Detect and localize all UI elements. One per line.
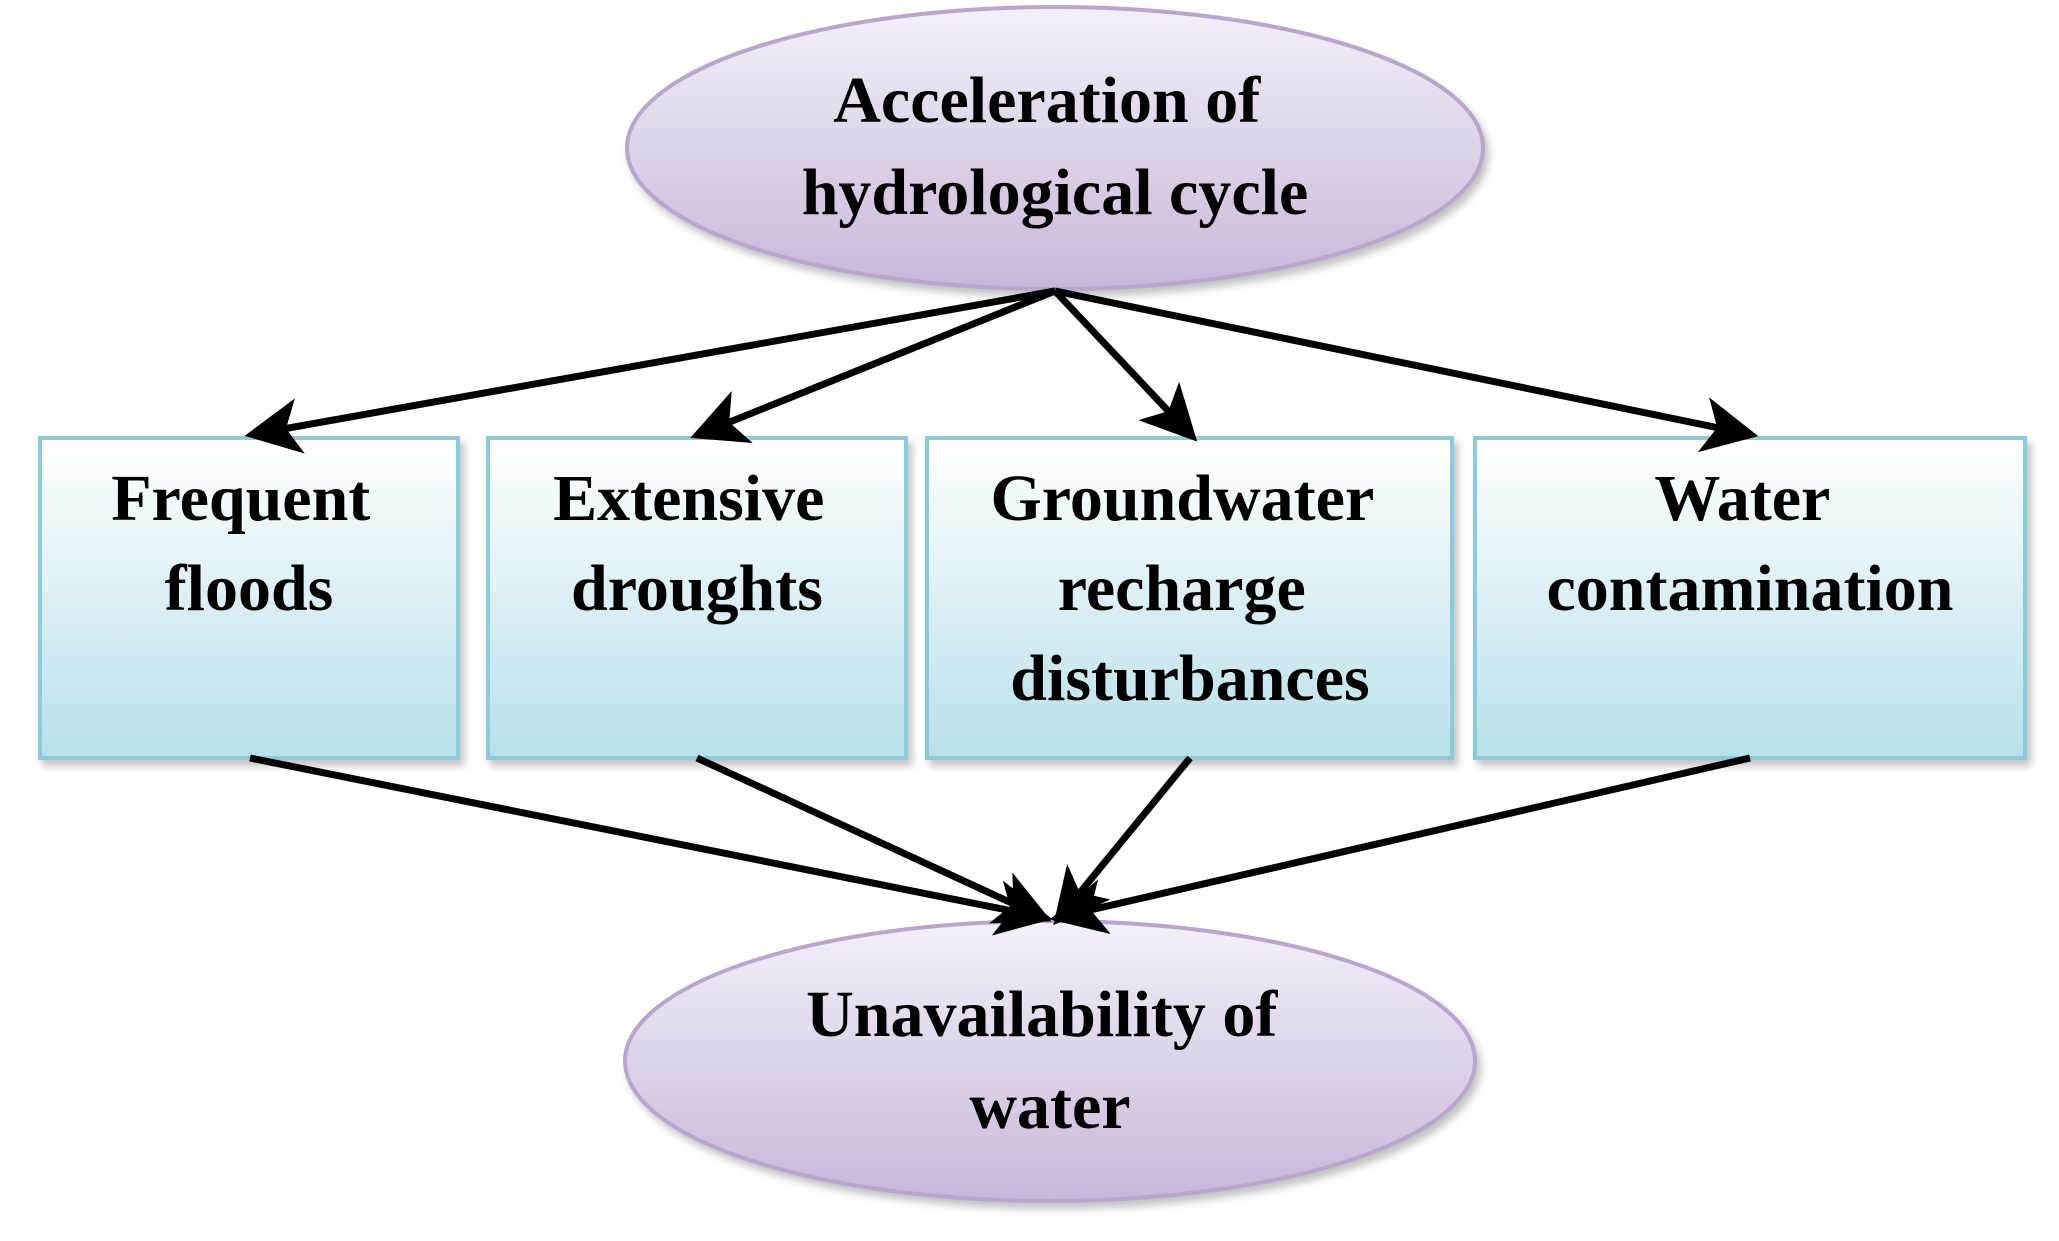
arrow-to-groundwater-recharge	[1052, 288, 1198, 442]
effect-box-line: Groundwater	[990, 462, 1373, 535]
top-node-shape	[625, 5, 1485, 291]
top-node: Acceleration of hydrological cycle	[625, 5, 1485, 291]
effect-box-line: Extensive	[553, 462, 824, 535]
bottom-node-line-2: water	[969, 1070, 1130, 1143]
top-node-line-2: hydrological cycle	[802, 156, 1309, 229]
effect-box-label: Groundwater recharge disturbances	[990, 462, 1389, 715]
effect-box-line: disturbances	[1010, 642, 1369, 715]
arrows-top-to-boxes	[244, 287, 1759, 454]
effect-box-frequent-floods: Frequent floods	[38, 436, 460, 760]
bottom-node-shape	[623, 919, 1477, 1203]
effect-box-label: Extensive droughts	[553, 462, 841, 625]
effect-box-extensive-droughts: Extensive droughts	[486, 436, 908, 760]
arrow-to-frequent-floods	[244, 287, 1056, 454]
effect-box-line: droughts	[571, 552, 823, 625]
bottom-node-line-1: Unavailability of	[806, 978, 1278, 1051]
effect-box-shape	[1473, 436, 2027, 760]
arrow-from-water-contamination	[1049, 754, 1751, 935]
effect-box-water-contamination: Water contamination	[1473, 436, 2027, 760]
bottom-node-label: Unavailability of water	[806, 978, 1294, 1143]
effect-box-line: floods	[165, 552, 334, 625]
arrow-from-extensive-droughts	[695, 754, 1052, 924]
effect-box-line: contamination	[1546, 552, 1953, 625]
effect-box-line: recharge	[1058, 552, 1306, 625]
arrow-to-extensive-droughts	[690, 287, 1057, 443]
effect-box-label: Water contamination	[1546, 462, 1953, 625]
effect-box-line: Frequent	[111, 462, 370, 535]
arrow-to-water-contamination	[1054, 287, 1759, 453]
top-node-line-1: Acceleration of	[833, 64, 1261, 137]
effect-box-shape	[486, 436, 908, 760]
bottom-node: Unavailability of water	[623, 919, 1477, 1203]
effect-box-line: Water	[1654, 462, 1829, 535]
arrow-from-frequent-floods	[249, 754, 1053, 936]
arrows-boxes-to-bottom	[249, 754, 1751, 936]
effect-box-groundwater-recharge: Groundwater recharge disturbances	[925, 436, 1454, 760]
effect-box-shape	[38, 436, 460, 760]
top-node-label: Acceleration of hydrological cycle	[802, 64, 1309, 229]
effect-box-label: Frequent floods	[111, 462, 387, 625]
